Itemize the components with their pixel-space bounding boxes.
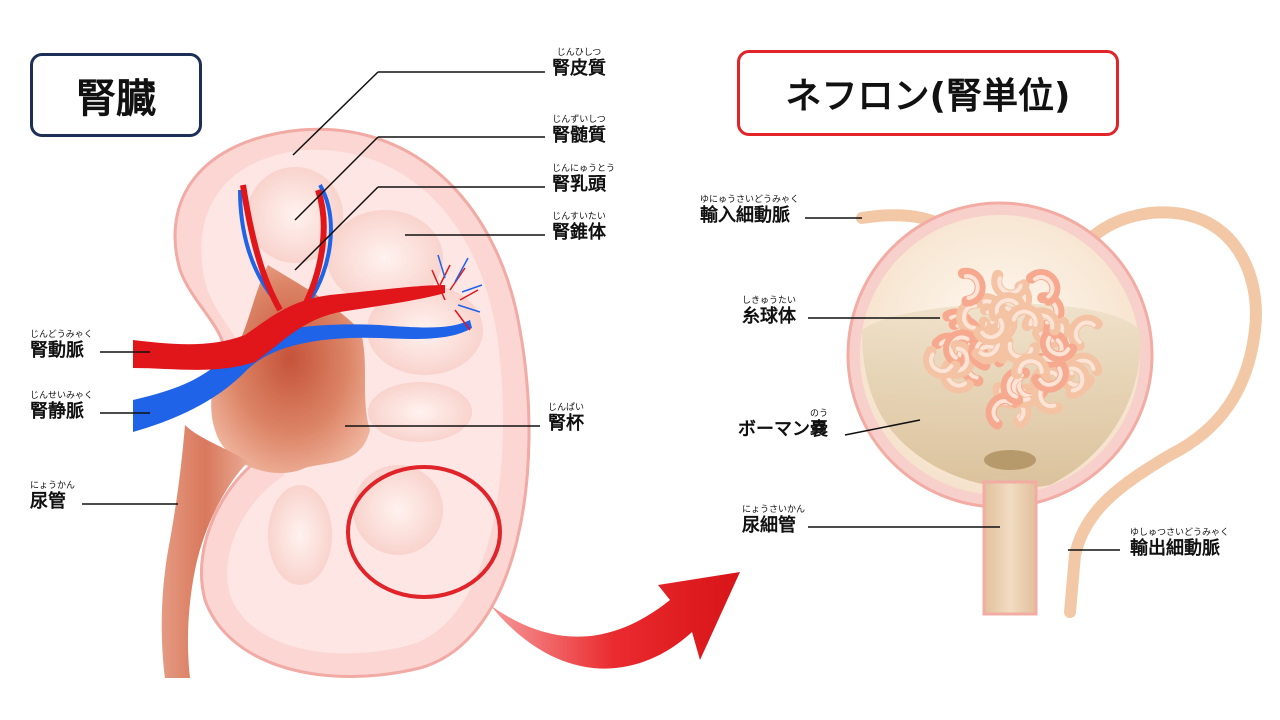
capillary-loop-highlight xyxy=(1007,341,1034,359)
capillary-loop xyxy=(943,329,977,367)
capillary-loop xyxy=(1025,269,1061,306)
reading-renal-artery: じんどうみゃく xyxy=(30,330,93,340)
capillary-loop-highlight xyxy=(1032,275,1055,299)
capillary-loop-highlight xyxy=(1028,313,1055,330)
nephron-highlight-circle xyxy=(346,465,502,599)
capillary-network-blue xyxy=(437,254,483,313)
capillary-loop-highlight xyxy=(962,303,978,330)
text-bowman-capsule: ボーマン嚢 xyxy=(738,419,828,440)
text-renal-pyramid: 腎錐体 xyxy=(552,222,606,243)
capillary-loop xyxy=(973,311,1011,346)
pyramid-5 xyxy=(353,465,443,555)
capillary-loop-highlight xyxy=(1011,309,1038,327)
capillary-loop xyxy=(1040,329,1078,363)
glomerulus-capillaries xyxy=(923,267,1103,430)
capillary-loop-highlight xyxy=(994,298,1021,316)
renal-artery xyxy=(133,285,445,370)
vein-branch-mid xyxy=(308,184,333,302)
kidney-illustration xyxy=(133,127,531,678)
kidney-leader-lines xyxy=(82,71,545,505)
artery-branch-mid xyxy=(302,189,327,307)
reading-renal-vein: じんせいみゃく xyxy=(30,391,94,401)
capillary-loop-highlight xyxy=(997,276,1023,295)
label-renal-medulla: じんずいしつ 腎髄質 xyxy=(552,116,606,145)
capillary-loop-highlight xyxy=(1069,366,1085,393)
artery-branch-upper xyxy=(240,184,283,312)
transition-arrow xyxy=(490,572,740,669)
label-renal-cortex: じんひしつ 腎皮質 xyxy=(552,49,606,78)
text-renal-papilla: 腎乳頭 xyxy=(552,174,606,195)
nephron-leader-lines xyxy=(805,217,1120,551)
renal-vein xyxy=(133,320,472,432)
nephron-title: ネフロン(腎単位) xyxy=(737,50,1119,136)
capillary-loop-highlight xyxy=(963,274,980,300)
efferent-arteriole xyxy=(1046,206,1262,618)
reading-bowman-capsule: のう xyxy=(809,409,828,419)
reading-renal-calyx: じんぱい xyxy=(548,403,585,413)
label-renal-calyx: じんぱい 腎杯 xyxy=(548,404,584,433)
capillary-network xyxy=(431,264,479,331)
text-ureter: 尿管 xyxy=(30,491,66,512)
capillary-loop xyxy=(1011,353,1051,380)
tubule-opening xyxy=(984,450,1036,470)
label-bowman-capsule: のう ボーマン嚢 xyxy=(738,410,828,439)
capillary-loop xyxy=(1005,303,1044,333)
capillary-loop-highlight xyxy=(1017,359,1044,374)
nephron-illustration xyxy=(846,201,1262,618)
kidney-title: 腎臓 xyxy=(30,53,202,137)
reading-renal-papilla: じんにゅうとう xyxy=(552,164,616,174)
text-renal-medulla: 腎髄質 xyxy=(552,125,606,146)
text-renal-artery: 腎動脈 xyxy=(30,340,84,361)
label-afferent-arteriole: ゆにゅうさいどうみゃく 輸入細動脈 xyxy=(700,196,799,225)
ureter xyxy=(161,425,248,678)
text-glomerulus: 糸球体 xyxy=(742,306,796,327)
capillary-loop-highlight xyxy=(1045,335,1071,357)
label-renal-pyramid: じんすいたい 腎錐体 xyxy=(552,213,606,242)
capillary-loop-highlight xyxy=(980,318,1005,340)
label-urinary-tubule: にょうさいかん 尿細管 xyxy=(742,506,805,535)
capillary-loop xyxy=(923,345,961,380)
text-renal-cortex: 腎皮質 xyxy=(552,58,606,79)
capillary-loop xyxy=(1068,314,1103,352)
pyramid-2 xyxy=(327,210,443,306)
text-efferent-arteriole: 輸出細動脈 xyxy=(1130,538,1220,559)
label-renal-papilla: じんにゅうとう 腎乳頭 xyxy=(552,165,615,194)
capillary-loop-highlight xyxy=(929,352,954,374)
text-renal-calyx: 腎杯 xyxy=(548,413,584,434)
reading-ureter: にょうかん xyxy=(30,481,76,491)
reading-afferent-arteriole: ゆにゅうさいどうみゃく xyxy=(700,195,800,205)
reading-renal-cortex: じんひしつ xyxy=(556,48,602,58)
capillary-loop xyxy=(939,356,974,394)
capillary-loop xyxy=(1063,360,1091,400)
reading-urinary-tubule: にょうさいかん xyxy=(742,505,806,515)
reading-renal-medulla: じんずいしつ xyxy=(552,115,606,125)
label-ureter: にょうかん 尿管 xyxy=(30,482,75,511)
pyramid-4 xyxy=(368,382,472,442)
text-afferent-arteriole: 輸入細動脈 xyxy=(700,205,790,226)
renal-pelvis xyxy=(211,265,370,474)
text-renal-vein: 腎静脈 xyxy=(30,401,84,422)
capillary-loop-highlight xyxy=(1073,320,1096,344)
label-renal-vein: じんせいみゃく 腎静脈 xyxy=(30,392,93,421)
reading-glomerulus: しきゅうたい xyxy=(742,296,797,306)
pyramid-6 xyxy=(268,485,332,585)
capillary-loop-highlight xyxy=(953,346,970,373)
reading-renal-pyramid: じんすいたい xyxy=(552,212,606,222)
capillary-loop xyxy=(1031,359,1069,393)
urinary-tubule xyxy=(982,480,1038,616)
label-renal-artery: じんどうみゃく 腎動脈 xyxy=(30,331,93,360)
label-efferent-arteriole: ゆしゅつさいどうみゃく 輸出細動脈 xyxy=(1130,529,1229,558)
capillary-loop-highlight xyxy=(1038,366,1063,387)
reading-efferent-arteriole: ゆしゅつさいどうみゃく xyxy=(1130,528,1230,538)
capillary-loop xyxy=(957,267,986,307)
label-glomerulus: しきゅうたい 糸球体 xyxy=(742,297,796,326)
text-urinary-tubule: 尿細管 xyxy=(742,515,796,536)
capillary-loop xyxy=(1021,307,1061,336)
